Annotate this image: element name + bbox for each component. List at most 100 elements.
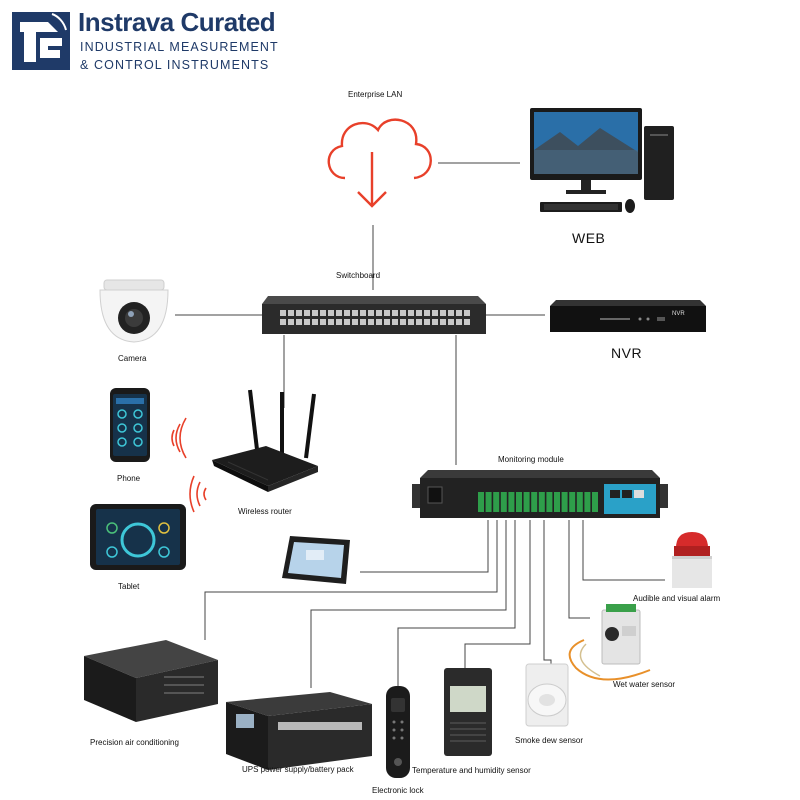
terminal-block: [485, 492, 492, 512]
switch-port: [280, 310, 286, 316]
switch-port: [376, 319, 382, 325]
cloud-download-icon: [327, 118, 432, 208]
water-leak-sensor-icon: [568, 604, 651, 681]
label-smoke-dew-sensor: Smoke dew sensor: [515, 736, 584, 745]
switch-port: [440, 310, 446, 316]
switch-port: [280, 319, 286, 325]
precision-ac-icon: [84, 640, 218, 722]
line-module-water: [568, 520, 590, 619]
switch-port: [376, 310, 382, 316]
touch-panel-icon: [282, 536, 350, 584]
switch-port: [336, 319, 342, 325]
monitoring-module-icon: [412, 470, 668, 518]
switch-port: [288, 319, 294, 325]
switch-port: [464, 319, 470, 325]
terminal-block: [516, 492, 522, 512]
terminal-block: [554, 492, 560, 512]
switch-port: [368, 319, 374, 325]
label-nvr: NVR: [611, 345, 643, 361]
switch-port: [392, 310, 398, 316]
switch-port: [440, 319, 446, 325]
temperature-humidity-sensor-icon: [444, 668, 492, 756]
line-module-ups: [310, 520, 507, 688]
terminal-block: [531, 492, 538, 512]
nvr-badge: NVR: [672, 311, 685, 317]
switch-port: [456, 310, 462, 316]
switch-port: [384, 310, 390, 316]
switch-port: [296, 310, 302, 316]
ups-battery-icon: [226, 692, 372, 770]
switch-port: [408, 319, 414, 325]
switch-port: [432, 310, 438, 316]
wifi-signal-icon: [189, 475, 207, 513]
switch-port: [288, 310, 294, 316]
label-web: WEB: [572, 230, 606, 246]
terminal-block: [592, 492, 598, 512]
terminal-block: [576, 492, 583, 512]
switch-port: [344, 310, 350, 316]
terminal-block: [546, 492, 553, 512]
line-module-touchpanel: [360, 520, 489, 573]
switch-port: [312, 310, 318, 316]
network-switch-icon: [262, 296, 486, 334]
label-monitoring-module: Monitoring module: [498, 455, 564, 464]
label-audible-visual-alarm: Audible and visual alarm: [633, 594, 721, 603]
terminal-block: [478, 492, 484, 512]
dome-camera-icon: [99, 279, 169, 343]
line-module-ac: [204, 520, 498, 640]
terminal-block: [538, 492, 545, 512]
switch-port: [360, 319, 366, 325]
connection-lines: [175, 162, 665, 690]
line-module-alarm: [582, 520, 665, 581]
switch-port: [416, 310, 422, 316]
switch-port: [304, 310, 310, 316]
switch-port: [304, 319, 310, 325]
wireless-router-icon: [212, 389, 318, 492]
switch-port: [328, 310, 334, 316]
label-precision-ac: Precision air conditioning: [90, 738, 179, 747]
desktop-computer-icon: [530, 108, 674, 213]
terminal-block: [493, 492, 500, 512]
smoke-sensor-icon: [525, 663, 569, 727]
switch-port: [448, 319, 454, 325]
label-enterprise-lan: Enterprise LAN: [348, 90, 403, 99]
switch-port: [344, 319, 350, 325]
terminal-block: [500, 492, 507, 512]
switch-port: [400, 310, 406, 316]
label-ups: UPS power supply/battery pack: [242, 765, 354, 774]
switch-port: [320, 319, 326, 325]
label-phone: Phone: [117, 474, 141, 483]
line-module-smoke: [543, 520, 552, 664]
switch-port: [424, 310, 430, 316]
switch-port: [352, 319, 358, 325]
brand-name: Instrava Curated: [78, 7, 276, 37]
line-module-temp: [464, 520, 531, 668]
label-electronic-lock: Electronic lock: [372, 786, 424, 795]
switch-port: [400, 319, 406, 325]
switch-port: [320, 310, 326, 316]
label-switchboard: Switchboard: [336, 271, 381, 280]
switch-port: [408, 310, 414, 316]
switch-port: [464, 310, 470, 316]
brand-tagline-2: & CONTROL INSTRUMENTS: [80, 58, 270, 72]
switch-port: [424, 319, 430, 325]
switch-port: [296, 319, 302, 325]
terminal-block: [561, 492, 568, 512]
switch-port: [384, 319, 390, 325]
nvr-recorder-icon: [550, 300, 706, 332]
switch-port: [336, 310, 342, 316]
label-tablet: Tablet: [118, 582, 140, 591]
terminal-block: [523, 492, 530, 512]
label-wireless-router: Wireless router: [238, 507, 292, 516]
switch-port: [328, 319, 334, 325]
electronic-lock-icon: [386, 686, 410, 778]
switch-port: [352, 310, 358, 316]
switch-port: [456, 319, 462, 325]
switch-port: [448, 310, 454, 316]
line-module-lock: [397, 520, 516, 690]
switch-port: [416, 319, 422, 325]
switch-port: [360, 310, 366, 316]
smartphone-icon: [110, 388, 150, 462]
switch-port: [392, 319, 398, 325]
